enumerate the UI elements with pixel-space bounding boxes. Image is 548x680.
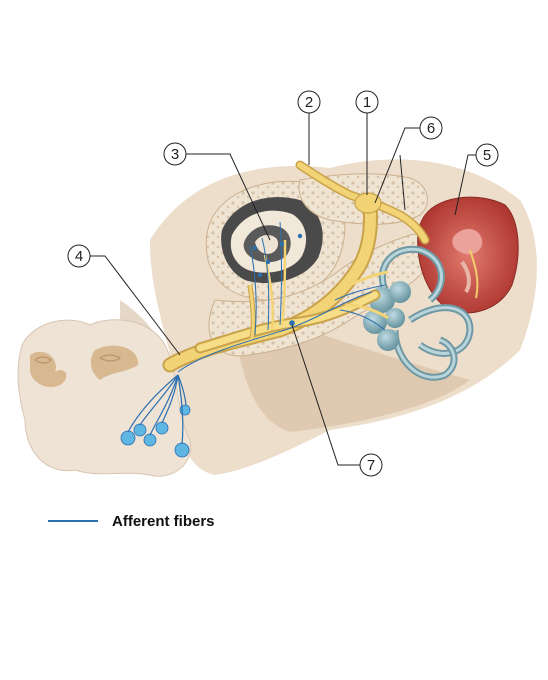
callout-7: 7: [359, 453, 383, 477]
callout-6: 6: [419, 116, 443, 140]
svg-text:1: 1: [363, 94, 371, 111]
callout-4: 4: [67, 244, 91, 268]
cochlea-bony-region: [205, 180, 346, 301]
svg-text:6: 6: [427, 120, 435, 137]
callout-1: 1: [355, 90, 379, 114]
brainstem-section: [17, 319, 191, 477]
legend-label: Afferent fibers: [112, 512, 215, 530]
callout-5: 5: [475, 143, 499, 167]
afferent-fiber-tracts: [177, 221, 386, 373]
svg-text:2: 2: [305, 94, 313, 111]
vestibulocochlear-nerve: [162, 160, 430, 373]
svg-text:5: 5: [483, 147, 491, 164]
vestibular-labyrinth: [363, 245, 474, 381]
callout-2: 2: [297, 90, 321, 114]
svg-text:3: 3: [171, 146, 179, 163]
svg-text:4: 4: [75, 248, 83, 265]
legend: Afferent fibers: [48, 510, 215, 532]
afferent-fiber-branches: [127, 374, 187, 445]
legend-line-swatch: [48, 520, 98, 522]
ganglion-cell-bodies: [252, 233, 303, 326]
callout-leaders: [90, 113, 476, 466]
svg-text:7: 7: [367, 457, 375, 474]
callout-3: 3: [163, 142, 187, 166]
